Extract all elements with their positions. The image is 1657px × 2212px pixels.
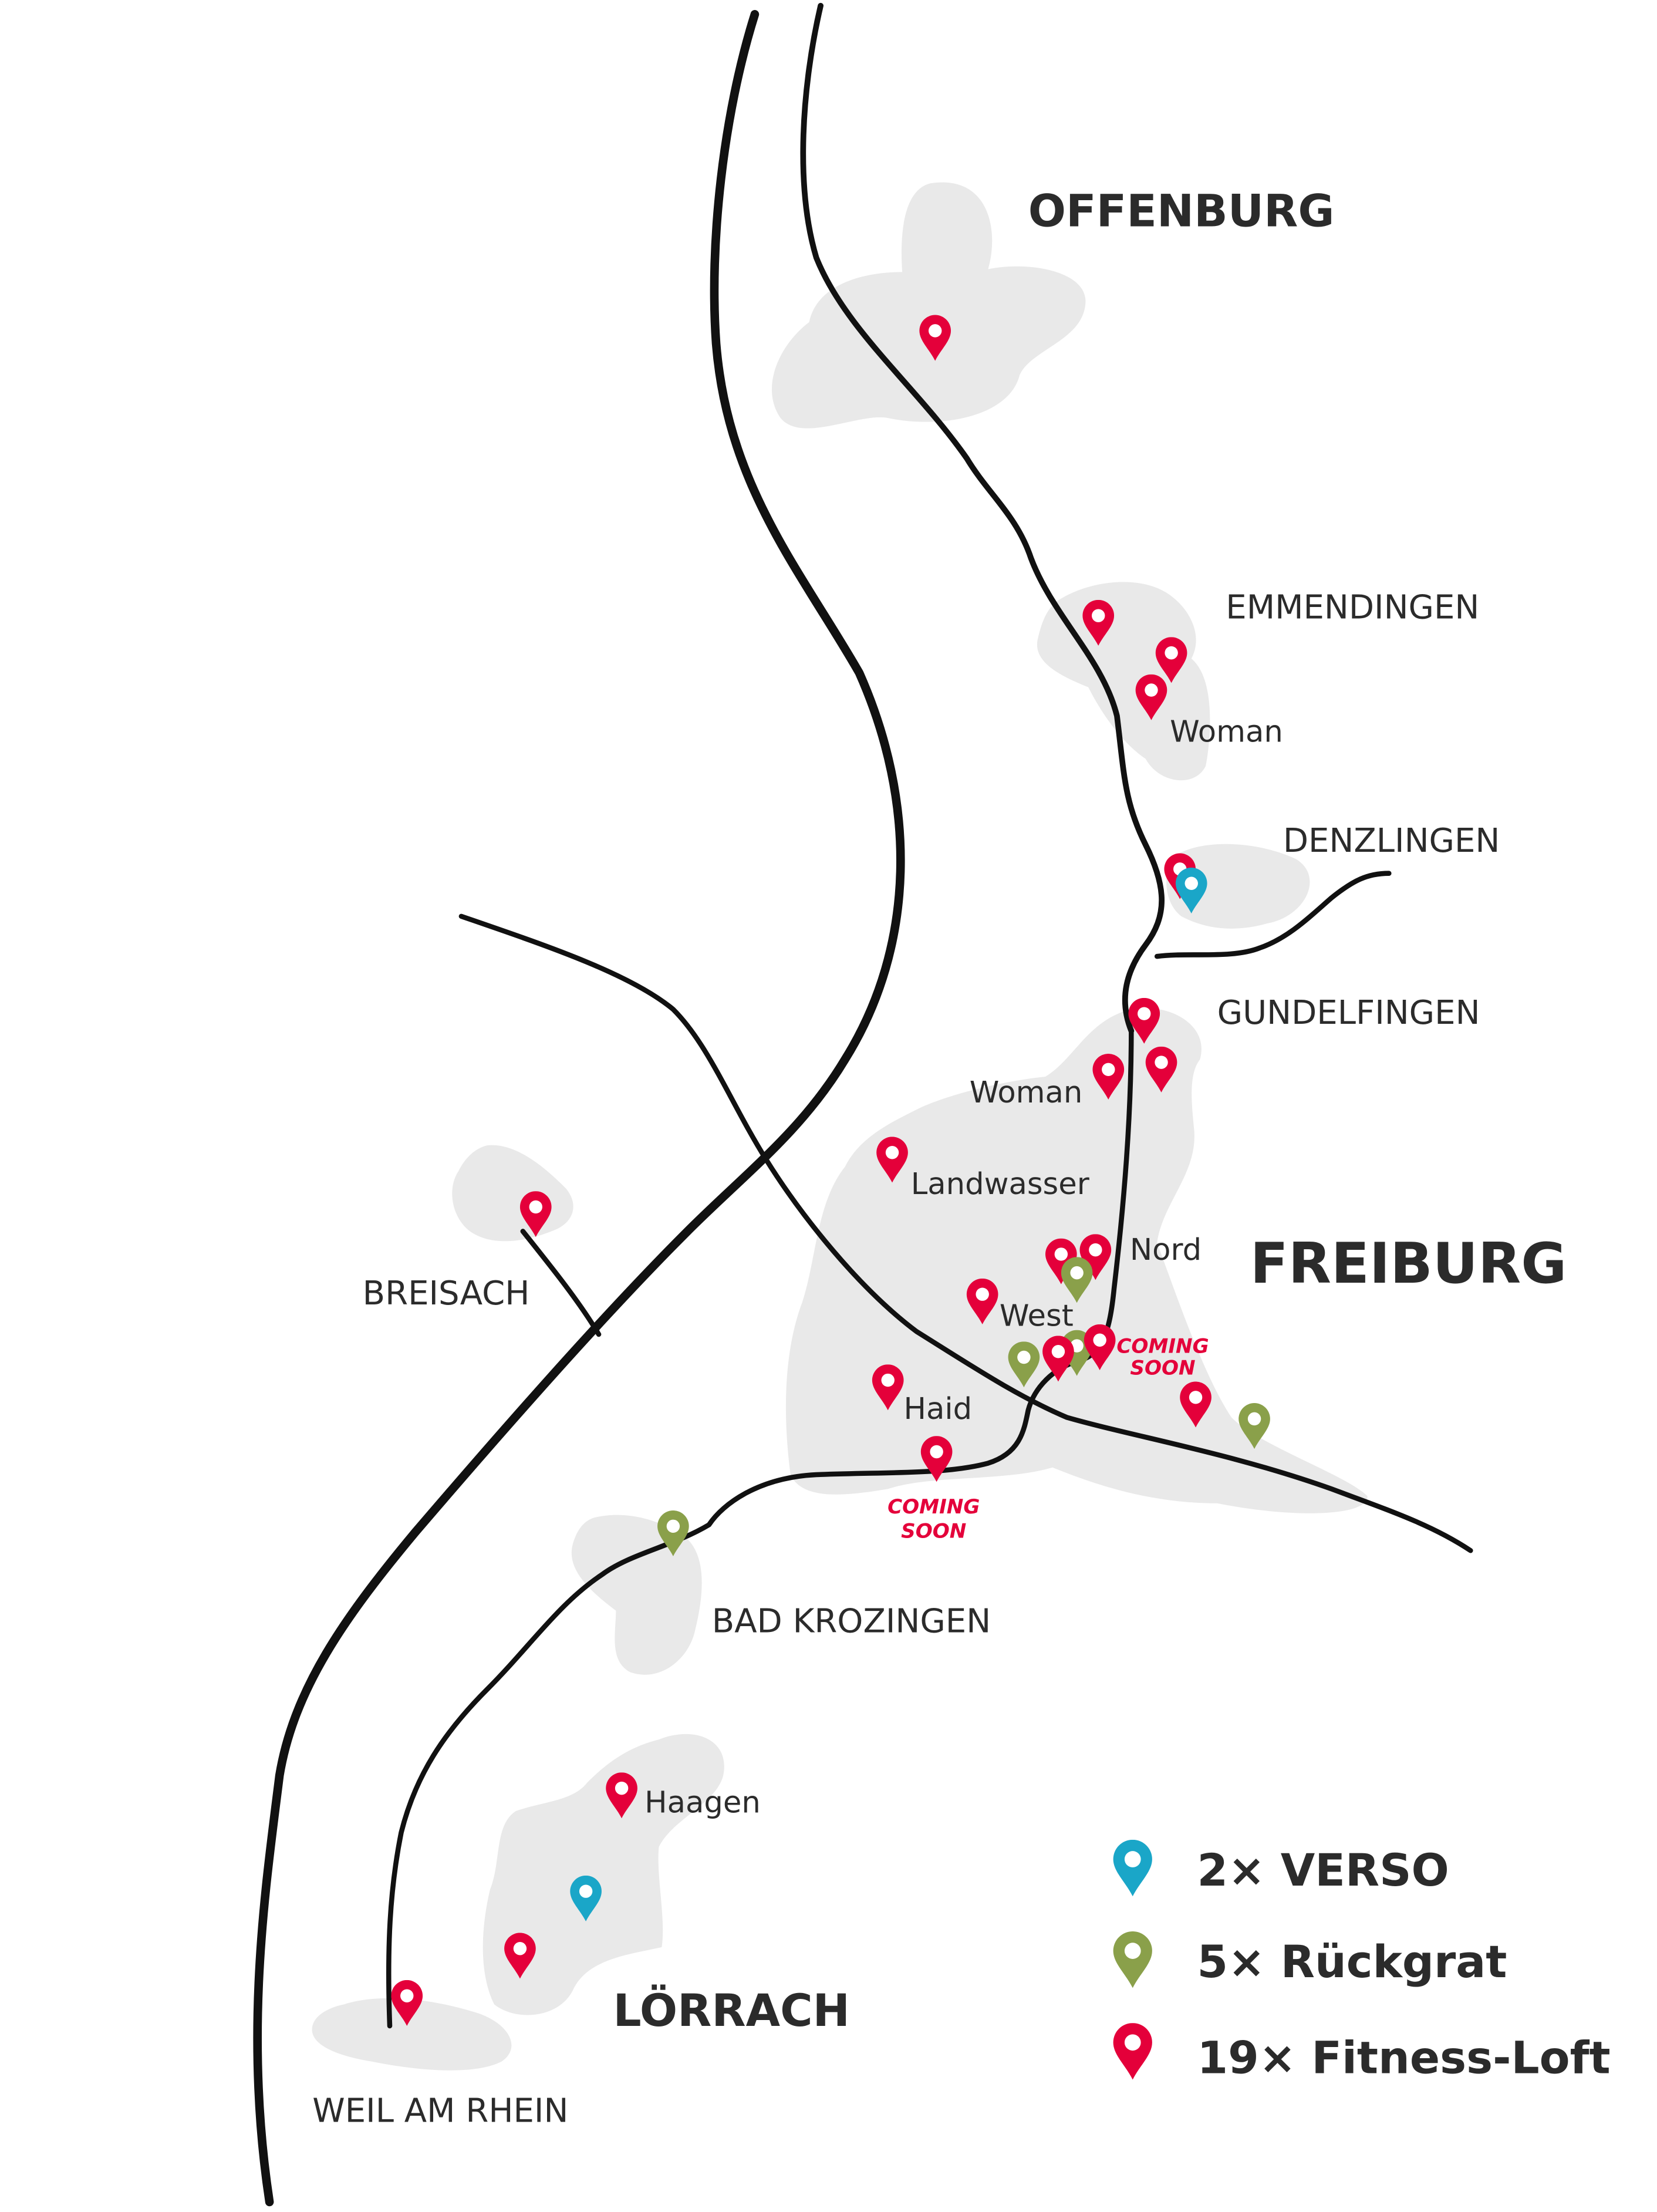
area-offenburg [771, 182, 1086, 429]
city-label-loerrach: LÖRRACH [613, 1985, 849, 2036]
roads [253, 2, 1473, 2207]
district-label-landwasser: Landwasser [911, 1166, 1090, 1202]
area-weil-am-rhein [312, 1998, 512, 2071]
district-label-haid: Haid [904, 1391, 973, 1427]
legend-rueckgrat-label: 5× Rückgrat [1197, 1936, 1507, 1988]
legend-verso-pin-icon [1113, 1839, 1152, 1897]
city-label-weil-am-rhein: WEIL AM RHEIN [312, 2092, 568, 2130]
highway-a5 [800, 2, 1165, 1034]
city-label-bad-krozingen: BAD KROZINGEN [712, 1602, 991, 1640]
legend-fitness-loft-pin-icon [1113, 2023, 1152, 2080]
coming-soon-labels: COMING SOON COMING SOON [887, 1335, 1209, 1543]
coming-soon-center-line2: SOON [1130, 1356, 1195, 1380]
district-label-west: West [1000, 1298, 1074, 1333]
area-emmendingen [1037, 582, 1210, 781]
road-denzlingen [1154, 871, 1392, 959]
road-breisach-freiburg [458, 913, 1473, 1553]
coming-soon-south-line1: COMING [887, 1495, 980, 1519]
road-breisach-spur [520, 1229, 602, 1337]
city-label-offenburg: OFFENBURG [1028, 185, 1335, 237]
district-labels: Woman Woman Landwasser Nord West Haid Ha… [644, 714, 1283, 1820]
area-denzlingen [1166, 844, 1310, 929]
area-loerrach [482, 1734, 724, 2015]
legend: 2× VERSO 5× Rückgrat 19× Fitness-Loft [1113, 1839, 1611, 2083]
coming-soon-south-line2: SOON [901, 1519, 966, 1543]
coming-soon-center-line1: COMING [1116, 1335, 1209, 1358]
district-label-haagen: Haagen [644, 1785, 761, 1820]
city-label-emmendingen: EMMENDINGEN [1226, 589, 1479, 627]
rhine-river-line [253, 10, 905, 2207]
city-labels: OFFENBURG EMMENDINGEN DENZLINGEN GUNDELF… [312, 185, 1567, 2130]
area-bad-krozingen [571, 1515, 702, 1675]
city-label-breisach: BREISACH [363, 1274, 530, 1313]
area-breisach [452, 1145, 573, 1242]
legend-rueckgrat-pin-icon [1113, 1931, 1152, 1988]
legend-verso-label: 2× VERSO [1197, 1845, 1449, 1896]
city-label-denzlingen: DENZLINGEN [1283, 822, 1500, 860]
city-label-freiburg: FREIBURG [1250, 1232, 1567, 1296]
city-label-gundelfingen: GUNDELFINGEN [1217, 994, 1480, 1032]
urban-areas [312, 182, 1368, 2071]
legend-fitness-loft-label: 19× Fitness-Loft [1197, 2032, 1611, 2083]
district-label-woman-freiburg: Woman [970, 1075, 1083, 1110]
district-label-woman-emmendingen: Woman [1170, 714, 1283, 749]
district-label-nord: Nord [1130, 1232, 1202, 1267]
